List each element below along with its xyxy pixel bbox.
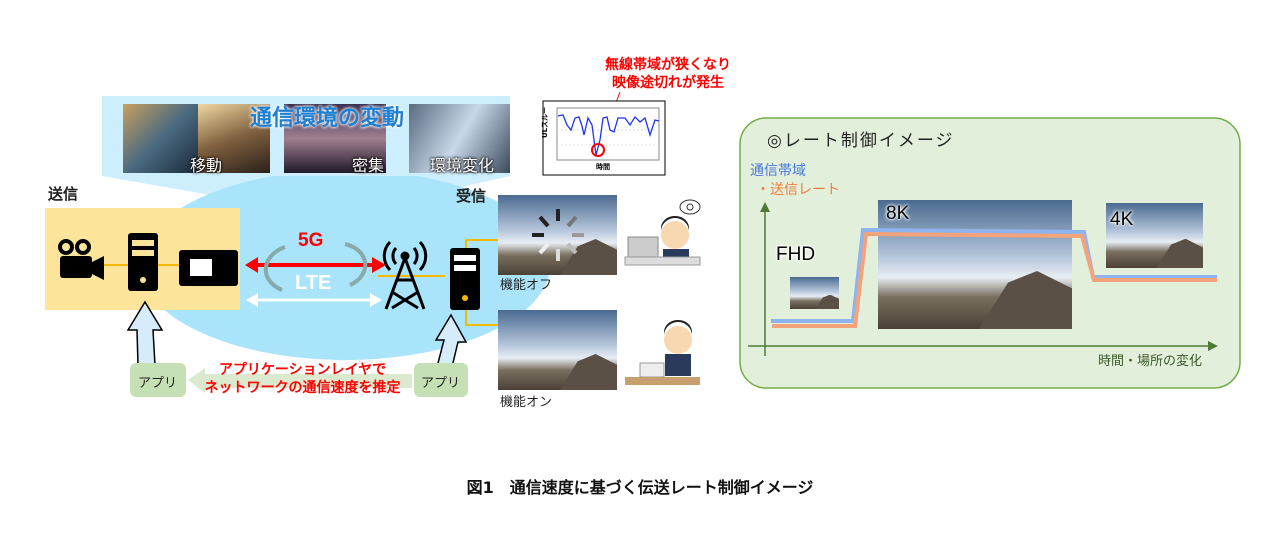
switch-arrow-left-icon — [263, 245, 286, 292]
photo-label-crowd: 密集 — [352, 156, 385, 175]
send-rate-line — [772, 231, 1217, 328]
legend-send-rate: ・送信レート — [756, 182, 840, 198]
people-illustrations — [624, 199, 701, 385]
x-axis-label: 時間・場所の変化 — [1098, 354, 1203, 369]
sender-label: 送信 — [48, 185, 79, 203]
photo-crowd — [284, 104, 386, 173]
app-label-left: アプリ — [138, 376, 178, 391]
frustrated-person-icon — [624, 199, 701, 266]
banner-title: 通信環境の変動 — [250, 106, 405, 131]
annotation-line-1: 無線帯域が狭くなり — [605, 57, 731, 73]
photo-buildings — [409, 104, 510, 173]
video-camera-icon — [58, 239, 104, 280]
receiver-label: 受信 — [456, 187, 487, 205]
5g-label: 5G — [298, 230, 324, 251]
annotation-text: 無線帯域が狭くなり 映像途切れが発生 — [588, 56, 748, 92]
mini-chart-xlabel: 時間 — [596, 163, 610, 171]
app-box-left — [130, 363, 186, 397]
bandwidth-line — [771, 227, 1217, 323]
y-axis-arrowhead — [760, 202, 770, 212]
receiver-server-icon — [450, 248, 480, 310]
resolution-8k: 8K — [886, 203, 910, 224]
app-box-right — [414, 363, 468, 397]
lte-label: LTE — [295, 272, 332, 294]
estimate-arrow — [188, 368, 412, 393]
estimate-line-1: アプリケーションレイヤで — [218, 362, 387, 378]
cell-tower-icon — [382, 240, 428, 310]
estimate-text: アプリケーションレイヤで ネットワークの通信速度を推定 — [190, 361, 415, 397]
resolution-4k: 4K — [1110, 209, 1134, 230]
lte-link-arrow — [246, 293, 382, 307]
app-label-right: アプリ — [421, 376, 461, 391]
sender-server-icon — [128, 233, 158, 291]
5g-link-arrow — [245, 257, 386, 273]
mini-throughput-chart — [542, 100, 666, 176]
photo-label-environment: 環境変化 — [430, 156, 495, 175]
photo-label-moving: 移動 — [190, 156, 223, 175]
x-axis-arrowhead — [1208, 341, 1218, 351]
loading-spinner-icon — [532, 209, 584, 261]
photo-traffic — [123, 104, 198, 173]
photo-8k — [878, 200, 1072, 329]
photo-moving-people — [198, 104, 270, 173]
rate-control-title: ◎レート制御イメージ — [767, 131, 955, 151]
photo-fhd — [790, 277, 839, 309]
switch-arrow-right-icon — [344, 242, 368, 287]
annotation-line-2: 映像途切れが発生 — [612, 75, 724, 91]
legend-bandwidth: 通信帯域 — [750, 163, 806, 179]
photo-function-on — [498, 310, 617, 390]
router-icon — [179, 250, 238, 286]
function-off-label: 機能オフ — [500, 278, 553, 293]
photo-function-off — [498, 195, 617, 275]
happy-person-icon — [625, 319, 700, 385]
resolution-fhd: FHD — [776, 244, 816, 265]
function-on-label: 機能オン — [500, 395, 553, 410]
figure-caption: 図1 通信速度に基づく伝送レート制御イメージ — [466, 478, 814, 497]
estimate-line-2: ネットワークの通信速度を推定 — [204, 380, 401, 396]
photo-4k — [1106, 203, 1203, 268]
